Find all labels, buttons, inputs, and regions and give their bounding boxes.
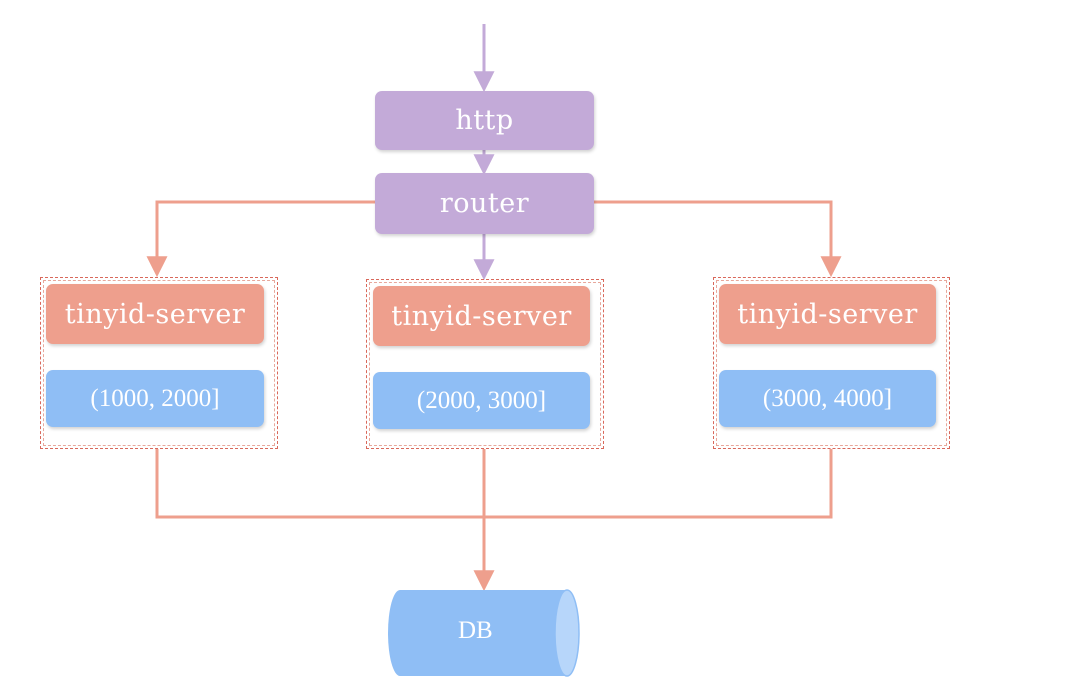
- router-node: router: [375, 173, 594, 234]
- db-label: DB: [458, 617, 493, 644]
- tinyid-server-3: tinyid-server: [719, 284, 936, 344]
- database-cylinder: [388, 589, 580, 677]
- tinyid-server-2: tinyid-server: [373, 286, 590, 346]
- arrow-router-to-server-3: [593, 200, 842, 278]
- id-range-2: (2000, 3000]: [373, 372, 590, 429]
- id-range-3: (3000, 4000]: [719, 370, 936, 427]
- arrow-router-to-server-1: [146, 200, 376, 278]
- line-server-1-to-bus: [155, 449, 833, 519]
- http-node: http: [375, 91, 594, 150]
- id-range-1: (1000, 2000]: [46, 370, 264, 427]
- tinyid-server-1: tinyid-server: [46, 284, 264, 344]
